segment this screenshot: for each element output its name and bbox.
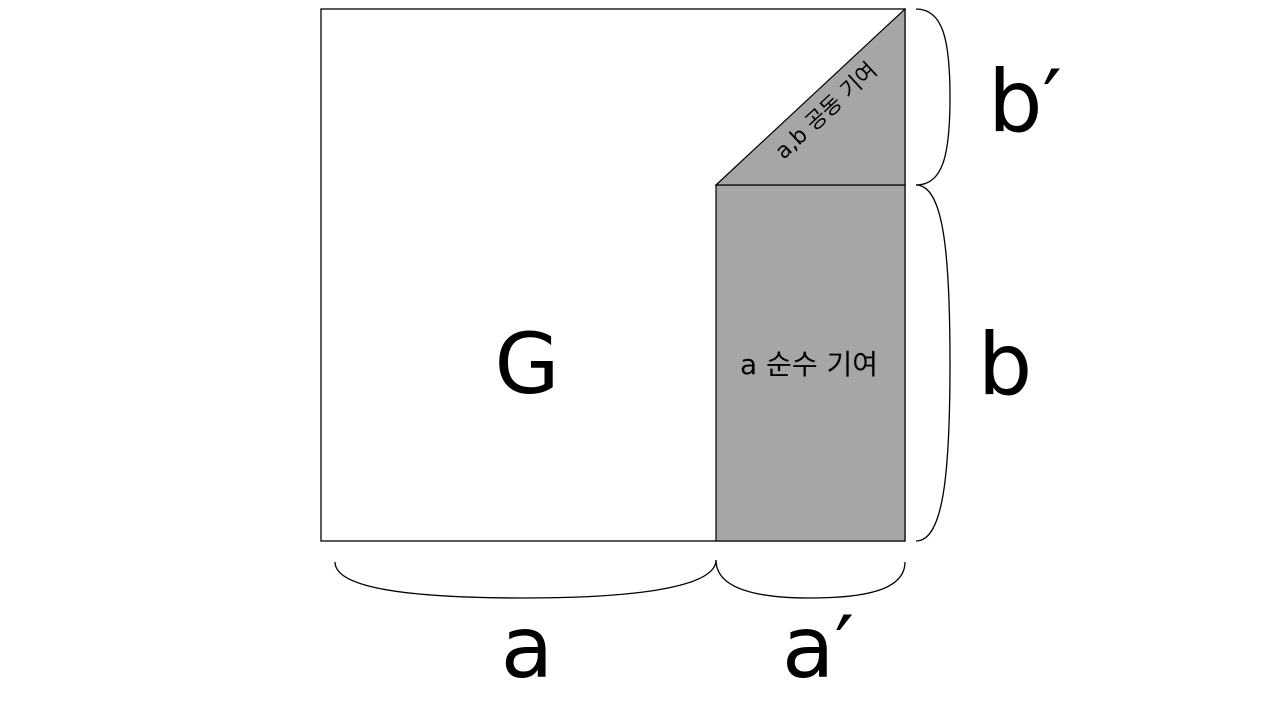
dimension-label-b: b [978,315,1033,415]
brace-b-prime [915,8,951,186]
region-label-a-pure: a 순수 기여 [740,348,878,381]
region-label-g: G [494,315,559,413]
brace-b [915,184,951,542]
brace-a [334,559,717,599]
ab-joint-region [714,7,906,186]
dimension-label-a: a [501,598,554,698]
brace-a-prime [715,559,906,599]
dimension-label-a-prime: a′ [782,598,854,698]
dimension-label-b-prime: b′ [988,52,1062,152]
